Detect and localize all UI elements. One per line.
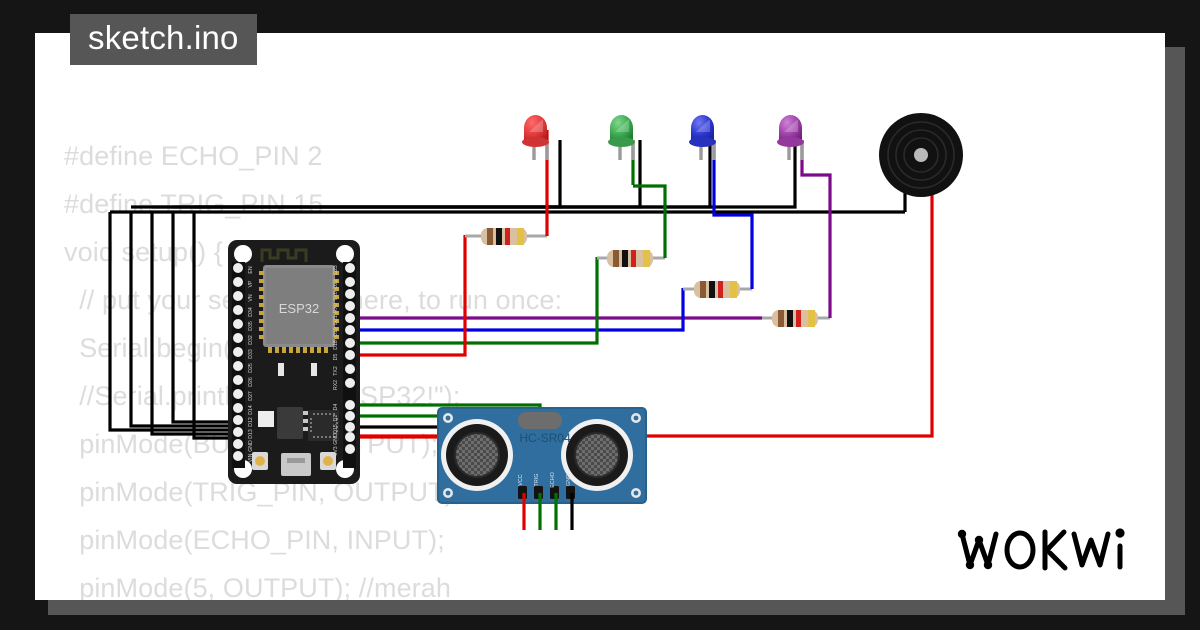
esp32-pins-right[interactable]: D23 D22 TX0 RX0 D21 D19 D18 D5 TX2 RX2 D…: [333, 263, 355, 456]
svg-text:D14: D14: [248, 405, 254, 415]
esp32-chip-label: ESP32: [279, 301, 319, 316]
wire-red-buzzer: [360, 178, 934, 438]
svg-text:D18: D18: [333, 340, 339, 350]
wire-blue-d19: [360, 288, 685, 332]
hc-sr04-label: HC-SR04: [519, 431, 571, 445]
svg-text:VIN: VIN: [248, 453, 254, 462]
svg-text:D26: D26: [248, 377, 254, 387]
hc-sr04-sensor[interactable]: HC-SR04 VCC TRIG ECHO GND: [437, 407, 647, 504]
svg-text:D27: D27: [248, 391, 254, 401]
svg-text:D5: D5: [333, 354, 339, 361]
ground-wire-bus: [108, 140, 907, 440]
wire-red-d5: [360, 235, 467, 357]
svg-text:D25: D25: [248, 363, 254, 373]
svg-text:D4: D4: [333, 404, 339, 411]
transducer-right: [561, 419, 633, 491]
svg-text:D19: D19: [333, 327, 339, 337]
svg-text:RX2: RX2: [333, 380, 339, 390]
svg-text:D23: D23: [333, 265, 339, 275]
transducer-left: [441, 419, 513, 491]
esp32-pins-left[interactable]: EN VP VN D34 D35 D32 D33 D25 D26 D27 D14…: [233, 263, 254, 462]
svg-text:D33: D33: [248, 349, 254, 359]
svg-text:D2: D2: [333, 415, 339, 422]
svg-text:GND: GND: [248, 440, 254, 452]
svg-text:TRIG: TRIG: [534, 474, 540, 487]
svg-text:TX0: TX0: [333, 291, 339, 301]
svg-text:EN: EN: [248, 266, 254, 273]
svg-text:D34: D34: [248, 307, 254, 317]
svg-text:D13: D13: [248, 429, 254, 439]
svg-text:VCC: VCC: [518, 474, 524, 485]
svg-text:D22: D22: [333, 279, 339, 289]
resistor-red-led[interactable]: [465, 228, 547, 245]
svg-text:VN: VN: [248, 294, 254, 301]
svg-text:D15: D15: [333, 424, 339, 434]
file-tab-sketch-ino[interactable]: sketch.ino: [70, 14, 257, 65]
buzzer[interactable]: [879, 113, 963, 197]
svg-text:VP: VP: [248, 280, 254, 287]
svg-text:GND: GND: [566, 474, 572, 486]
svg-text:ECHO: ECHO: [550, 472, 556, 488]
svg-text:D21: D21: [333, 315, 339, 325]
led-purple[interactable]: [777, 115, 804, 160]
svg-text:D12: D12: [248, 417, 254, 427]
svg-text:D32: D32: [248, 335, 254, 345]
resistor-blue-led[interactable]: [683, 281, 752, 298]
led-red[interactable]: [522, 115, 549, 160]
svg-text:TX2: TX2: [333, 366, 339, 376]
svg-text:GND: GND: [333, 433, 339, 445]
wire-purple-led-anode: [800, 140, 832, 318]
resistor-purple-led[interactable]: [762, 310, 830, 327]
wokwi-logo: [957, 528, 1125, 571]
led-green[interactable]: [608, 115, 635, 160]
svg-text:3V3: 3V3: [333, 446, 339, 455]
led-blue[interactable]: [689, 115, 716, 160]
resistor-green-led[interactable]: [597, 250, 665, 267]
svg-text:RX0: RX0: [333, 303, 339, 313]
svg-text:D35: D35: [248, 321, 254, 331]
wire-green-d18: [360, 257, 599, 345]
